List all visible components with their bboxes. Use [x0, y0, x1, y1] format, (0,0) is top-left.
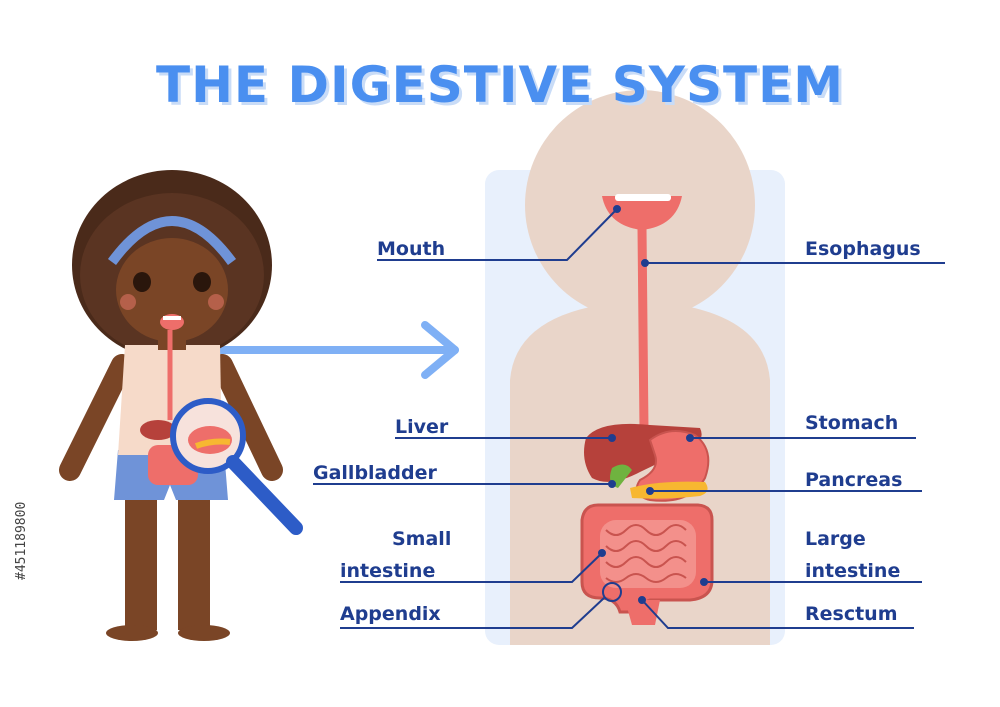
small-intestine-organ: [600, 520, 696, 588]
appendix-marker: [602, 582, 622, 602]
esophagus-organ: [637, 223, 649, 435]
label-small-intestine-line2: intestine: [340, 560, 436, 582]
label-mouth: Mouth: [377, 238, 446, 260]
label-rectum: Resctum: [805, 603, 898, 625]
label-small-intestine-line1: Small: [392, 528, 452, 550]
label-large-intestine-line1: Large: [805, 528, 866, 550]
connector-arrow: [212, 321, 459, 379]
label-liver: Liver: [395, 416, 449, 438]
label-stomach: Stomach: [805, 412, 899, 434]
page-title: THE DIGESTIVE SYSTEM: [155, 56, 845, 114]
stock-id-watermark: #451189800: [14, 501, 29, 580]
label-appendix: Appendix: [340, 603, 441, 625]
mouth-organ: [602, 194, 682, 230]
label-pancreas: Pancreas: [805, 469, 903, 491]
rectum-organ: [625, 600, 660, 625]
label-gallbladder: Gallbladder: [313, 462, 437, 484]
girl-illustration: [59, 170, 303, 641]
label-esophagus: Esophagus: [805, 238, 921, 260]
leader-lines: [313, 205, 945, 629]
label-large-intestine-line2: intestine: [805, 560, 901, 582]
